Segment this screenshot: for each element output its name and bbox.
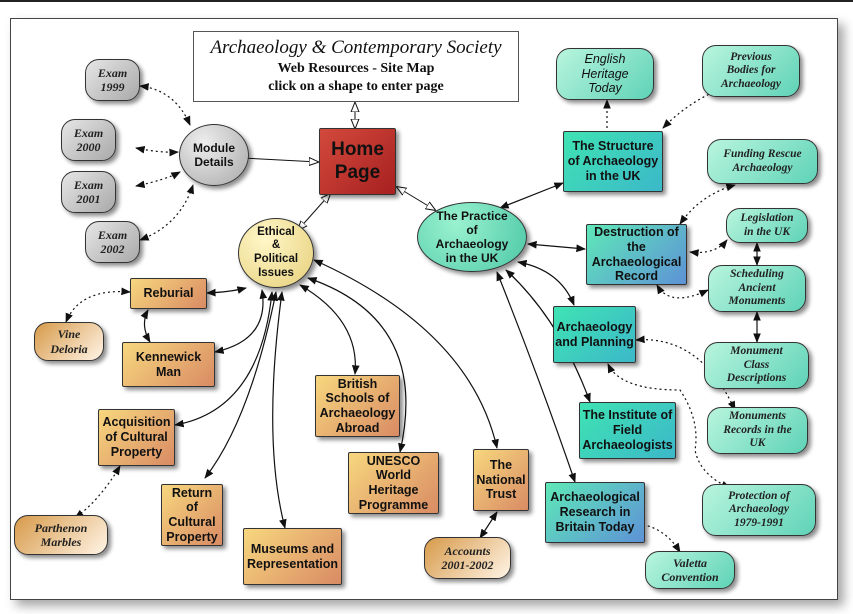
valetta-convention-node[interactable]: Valetta Convention (645, 551, 735, 589)
accounts-label: Accounts 2001-2002 (441, 543, 494, 572)
legislation-node[interactable]: Legislation in the UK (726, 208, 808, 243)
english-heritage-label: English Heritage Today (581, 51, 629, 96)
edge-home-practice (397, 187, 435, 210)
exam-1999-node[interactable]: Exam 1999 (85, 59, 140, 101)
edge-ethical-reburial (206, 286, 247, 297)
monuments-records-node[interactable]: Monuments Records in the UK (707, 407, 808, 454)
edge-module-exam2001 (135, 171, 181, 189)
edge-ethical-trust (313, 259, 499, 449)
return-property-label: Return of Cultural Property (166, 485, 218, 544)
parthenon-marbles-node[interactable]: Parthenon Marbles (14, 515, 108, 555)
edge-home-ethical (298, 194, 330, 230)
exam-2002-node[interactable]: Exam 2002 (85, 221, 140, 263)
return-property-node[interactable]: Return of Cultural Property (161, 484, 223, 546)
edge-reburial-vine (65, 287, 131, 323)
scheduling-monuments-label: Scheduling Ancient Monuments (728, 268, 786, 308)
reburial-label: Reburial (143, 286, 194, 301)
edge-planning-protection (607, 363, 731, 489)
valetta-convention-label: Valetta Convention (661, 555, 719, 584)
edge-ethical-return (204, 291, 279, 479)
unesco-node[interactable]: UNESCO World Heritage Programme (348, 452, 439, 514)
exam-2001-node[interactable]: Exam 2001 (61, 171, 116, 213)
destruction-record-label: Destruction of the Archaeological Record (591, 225, 682, 284)
site-instruction: click on a shape to enter page (268, 79, 444, 94)
legislation-label: Legislation in the UK (740, 211, 794, 238)
ethical-political-label: Ethical & Political Issues (253, 225, 299, 279)
institute-field-label: The Institute of Field Archaeologists (582, 408, 673, 452)
home-page-node[interactable]: Home Page (319, 128, 396, 195)
exam-2000-node[interactable]: Exam 2000 (61, 119, 116, 161)
module-details-label: Module Details (193, 140, 235, 169)
destruction-record-node[interactable]: Destruction of the Archaeological Record (586, 224, 687, 285)
site-subtitle: Web Resources - Site Map (277, 61, 435, 76)
acquisition-label: Acquisition of Cultural Property (102, 415, 171, 459)
edge-practice-research (496, 271, 576, 483)
edge-reburial-kennewick (140, 309, 151, 343)
funding-rescue-label: Funding Rescue Archaeology (723, 147, 802, 174)
edge-trust-accounts (479, 511, 498, 539)
national-trust-label: The National Trust (476, 457, 526, 502)
edge-destruction-scheduling (656, 284, 709, 299)
ethical-political-node[interactable]: Ethical & Political Issues (238, 218, 314, 288)
edge-practice-planning (517, 259, 575, 306)
monument-class-node[interactable]: Monument Class Descriptions (704, 342, 809, 389)
edge-ethical-british (299, 284, 360, 375)
national-trust-node[interactable]: The National Trust (473, 449, 529, 511)
edge-destruction-legislation (689, 239, 728, 257)
edge-module-exam2000 (135, 146, 179, 157)
module-details-node[interactable]: Module Details (179, 124, 249, 186)
parthenon-marbles-label: Parthenon Marbles (34, 520, 88, 549)
kennewick-man-label: Kennewick Man (135, 349, 202, 379)
research-britain-label: Archaeological Research in Britain Today (550, 490, 640, 534)
accounts-node[interactable]: Accounts 2001-2002 (424, 537, 511, 579)
edge-module-exam2002 (139, 184, 194, 241)
edge-practice-destruction (527, 240, 586, 253)
exam-2000-label: Exam 2000 (73, 125, 104, 154)
site-title: Archaeology & Contemporary Society (210, 37, 502, 58)
unesco-label: UNESCO World Heritage Programme (358, 453, 429, 512)
archaeology-planning-node[interactable]: Archaeology and Planning (553, 306, 636, 363)
british-schools-node[interactable]: British Schools of Archaeology Abroad (315, 375, 400, 437)
acquisition-node[interactable]: Acquisition of Cultural Property (98, 409, 175, 466)
previous-bodies-node[interactable]: Previous Bodies for Archaeology (702, 45, 800, 97)
protection-archaeology-node[interactable]: Protection of Archaeology 1979-1991 (702, 484, 816, 536)
edge-practice-structure (499, 182, 564, 209)
research-britain-node[interactable]: Archaeological Research in Britain Today (545, 482, 645, 543)
exam-1999-label: Exam 1999 (97, 65, 128, 94)
edge-ethical-kennewick (214, 289, 268, 354)
english-heritage-node[interactable]: English Heritage Today (556, 48, 654, 100)
edge-module-exam1999 (139, 83, 191, 126)
museums-node[interactable]: Museums and Representation (243, 528, 342, 585)
exam-2002-label: Exam 2002 (97, 227, 128, 256)
practice-archaeology-node[interactable]: The Practice of Archaeology in the UK (417, 202, 527, 272)
structure-archaeology-node[interactable]: The Structure of Archaeology in the UK (563, 131, 663, 192)
reburial-node[interactable]: Reburial (130, 278, 207, 309)
kennewick-man-node[interactable]: Kennewick Man (122, 342, 215, 387)
practice-archaeology-label: The Practice of Archaeology in the UK (435, 208, 509, 266)
top-rule (0, 0, 853, 2)
vine-deloria-label: Vine Deloria (50, 327, 88, 356)
vine-deloria-node[interactable]: Vine Deloria (34, 322, 104, 361)
edge-acquisition-parthenon (74, 465, 121, 519)
monument-class-label: Monument Class Descriptions (726, 345, 787, 385)
museums-label: Museums and Representation (247, 541, 338, 571)
monuments-records-label: Monuments Records in the UK (723, 410, 792, 450)
site-map-title-box: Archaeology & Contemporary Society Web R… (193, 31, 519, 102)
edge-destruction-funding (679, 183, 736, 225)
institute-field-node[interactable]: The Institute of Field Archaeologists (579, 402, 676, 459)
exam-2001-label: Exam 2001 (73, 177, 104, 206)
protection-archaeology-label: Protection of Archaeology 1979-1991 (728, 489, 790, 529)
archaeology-planning-label: Archaeology and Planning (555, 319, 634, 349)
structure-archaeology-label: The Structure of Archaeology in the UK (567, 139, 659, 183)
home-page-label: Home Page (331, 139, 384, 183)
scheduling-monuments-node[interactable]: Scheduling Ancient Monuments (708, 265, 806, 312)
edge-ethical-museums (272, 291, 287, 529)
british-schools-label: British Schools of Archaeology Abroad (319, 376, 396, 435)
funding-rescue-node[interactable]: Funding Rescue Archaeology (707, 139, 818, 184)
previous-bodies-label: Previous Bodies for Archaeology (720, 50, 782, 90)
